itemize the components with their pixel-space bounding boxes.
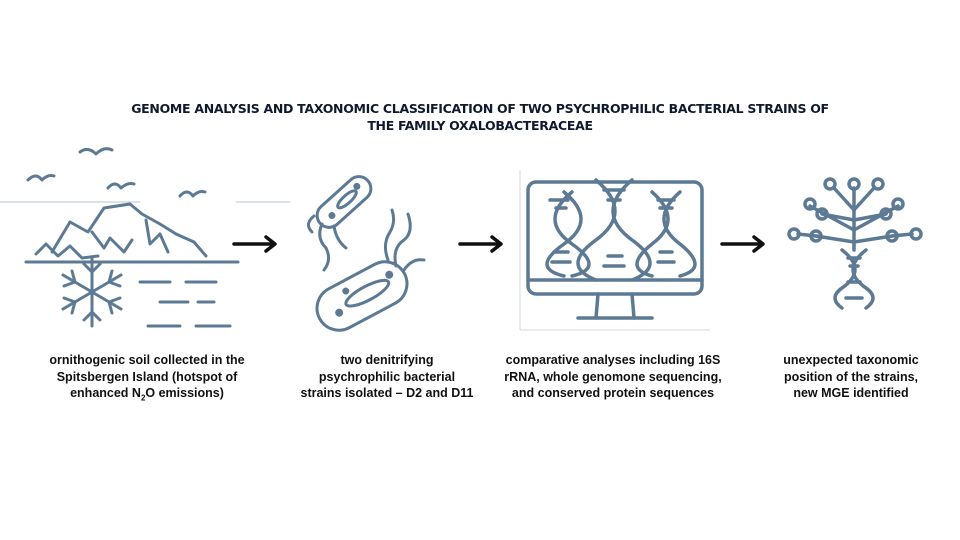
large-bacterium-icon: [315, 260, 409, 332]
arrow-icon: [232, 235, 277, 253]
bird-icon: [178, 190, 207, 198]
mountain-icon: [50, 202, 208, 258]
bird-icon: [106, 182, 136, 190]
dna-trunk-icon: [833, 248, 875, 310]
small-bacterium-icon: [315, 175, 373, 229]
caption-line: rRNA, whole genomone sequencing,: [504, 369, 722, 384]
step-4-caption: unexpected taxonomic position of the str…: [756, 352, 946, 402]
title-line-2: THE FAMILY OXALOBACTERACEAE: [367, 118, 593, 133]
caption-line: two denitrifying: [340, 353, 434, 367]
dna-tree-icon: [787, 177, 923, 310]
arctic-landscape-icon: [0, 147, 291, 328]
caption-line: position of the strains,: [783, 369, 919, 384]
dna-helix-icon: [635, 190, 697, 278]
caption-line: enhanced N2O emissions): [70, 386, 224, 403]
step-2-caption: two denitrifying psychrophilic bacterial…: [272, 352, 502, 402]
step-3-caption: comparative analyses including 16S rRNA,…: [488, 352, 738, 402]
caption-line: comparative analyses including 16S: [505, 353, 721, 367]
caption-line: psychrophilic bacterial: [318, 369, 456, 384]
arrow-icon: [458, 235, 503, 253]
bacteria-icon: [307, 175, 426, 332]
caption-line: Spitsbergen Island (hotspot of: [56, 369, 238, 384]
arrow-icon: [720, 235, 765, 253]
subscript: 2: [140, 393, 146, 403]
caption-line: strains isolated – D2 and D11: [300, 386, 474, 400]
bird-icon: [26, 174, 56, 182]
caption-line: ornithogenic soil collected in the: [49, 353, 245, 367]
dna-helix-icon: [545, 190, 591, 278]
monitor-dna-icon: [519, 170, 710, 331]
caption-line: new MGE identified: [793, 386, 909, 400]
dna-helix-icon: [576, 178, 652, 282]
bird-icon: [78, 147, 114, 156]
step-1-caption: ornithogenic soil collected in the Spits…: [22, 352, 272, 402]
diagram-title: GENOME ANALYSIS AND TAXONOMIC CLASSIFICA…: [120, 100, 840, 134]
caption-line: unexpected taxonomic: [783, 353, 919, 367]
caption-line: and conserved protein sequences: [511, 386, 715, 400]
title-line-1: GENOME ANALYSIS AND TAXONOMIC CLASSIFICA…: [131, 101, 829, 116]
snowflake-icon: [61, 256, 123, 328]
monitor-screen: [526, 180, 704, 296]
